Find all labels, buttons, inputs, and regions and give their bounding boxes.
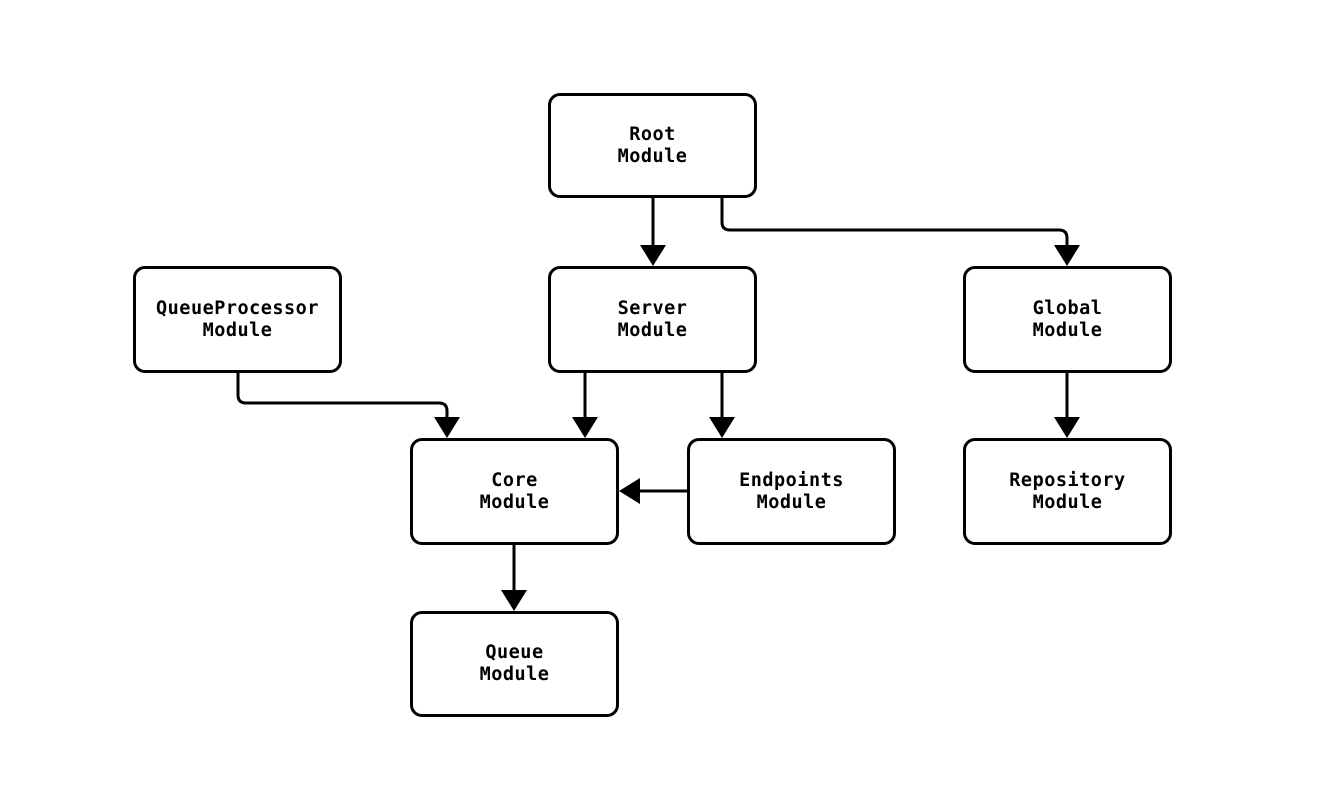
node-queueprocessor-module: QueueProcessor Module bbox=[133, 266, 342, 373]
node-root-module-label: Root Module bbox=[617, 123, 688, 167]
edge-global-to-repository bbox=[1054, 371, 1080, 438]
edge-queueprocessor-to-core bbox=[236, 371, 460, 438]
node-core-module-label: Core Module bbox=[479, 469, 550, 513]
node-global-module-label: Global Module bbox=[1032, 297, 1103, 341]
node-server-module: Server Module bbox=[548, 266, 757, 373]
node-root-module: Root Module bbox=[548, 93, 757, 198]
node-global-module: Global Module bbox=[963, 266, 1172, 373]
edge-core-to-queue bbox=[501, 543, 527, 611]
node-endpoints-module: Endpoints Module bbox=[687, 438, 896, 545]
node-repository-module-label: Repository Module bbox=[1009, 469, 1126, 513]
node-queue-module: Queue Module bbox=[410, 611, 619, 717]
node-repository-module: Repository Module bbox=[963, 438, 1172, 545]
edge-server-to-endpoints bbox=[709, 371, 735, 438]
node-queueprocessor-module-label: QueueProcessor Module bbox=[156, 297, 319, 341]
node-queue-module-label: Queue Module bbox=[479, 642, 550, 685]
node-endpoints-module-label: Endpoints Module bbox=[739, 469, 844, 513]
edge-root-to-server bbox=[640, 196, 666, 266]
node-server-module-label: Server Module bbox=[617, 297, 688, 341]
edge-server-to-core bbox=[572, 371, 598, 438]
node-core-module: Core Module bbox=[410, 438, 619, 545]
edge-root-to-global bbox=[720, 196, 1080, 266]
edge-endpoints-to-core bbox=[619, 478, 689, 504]
